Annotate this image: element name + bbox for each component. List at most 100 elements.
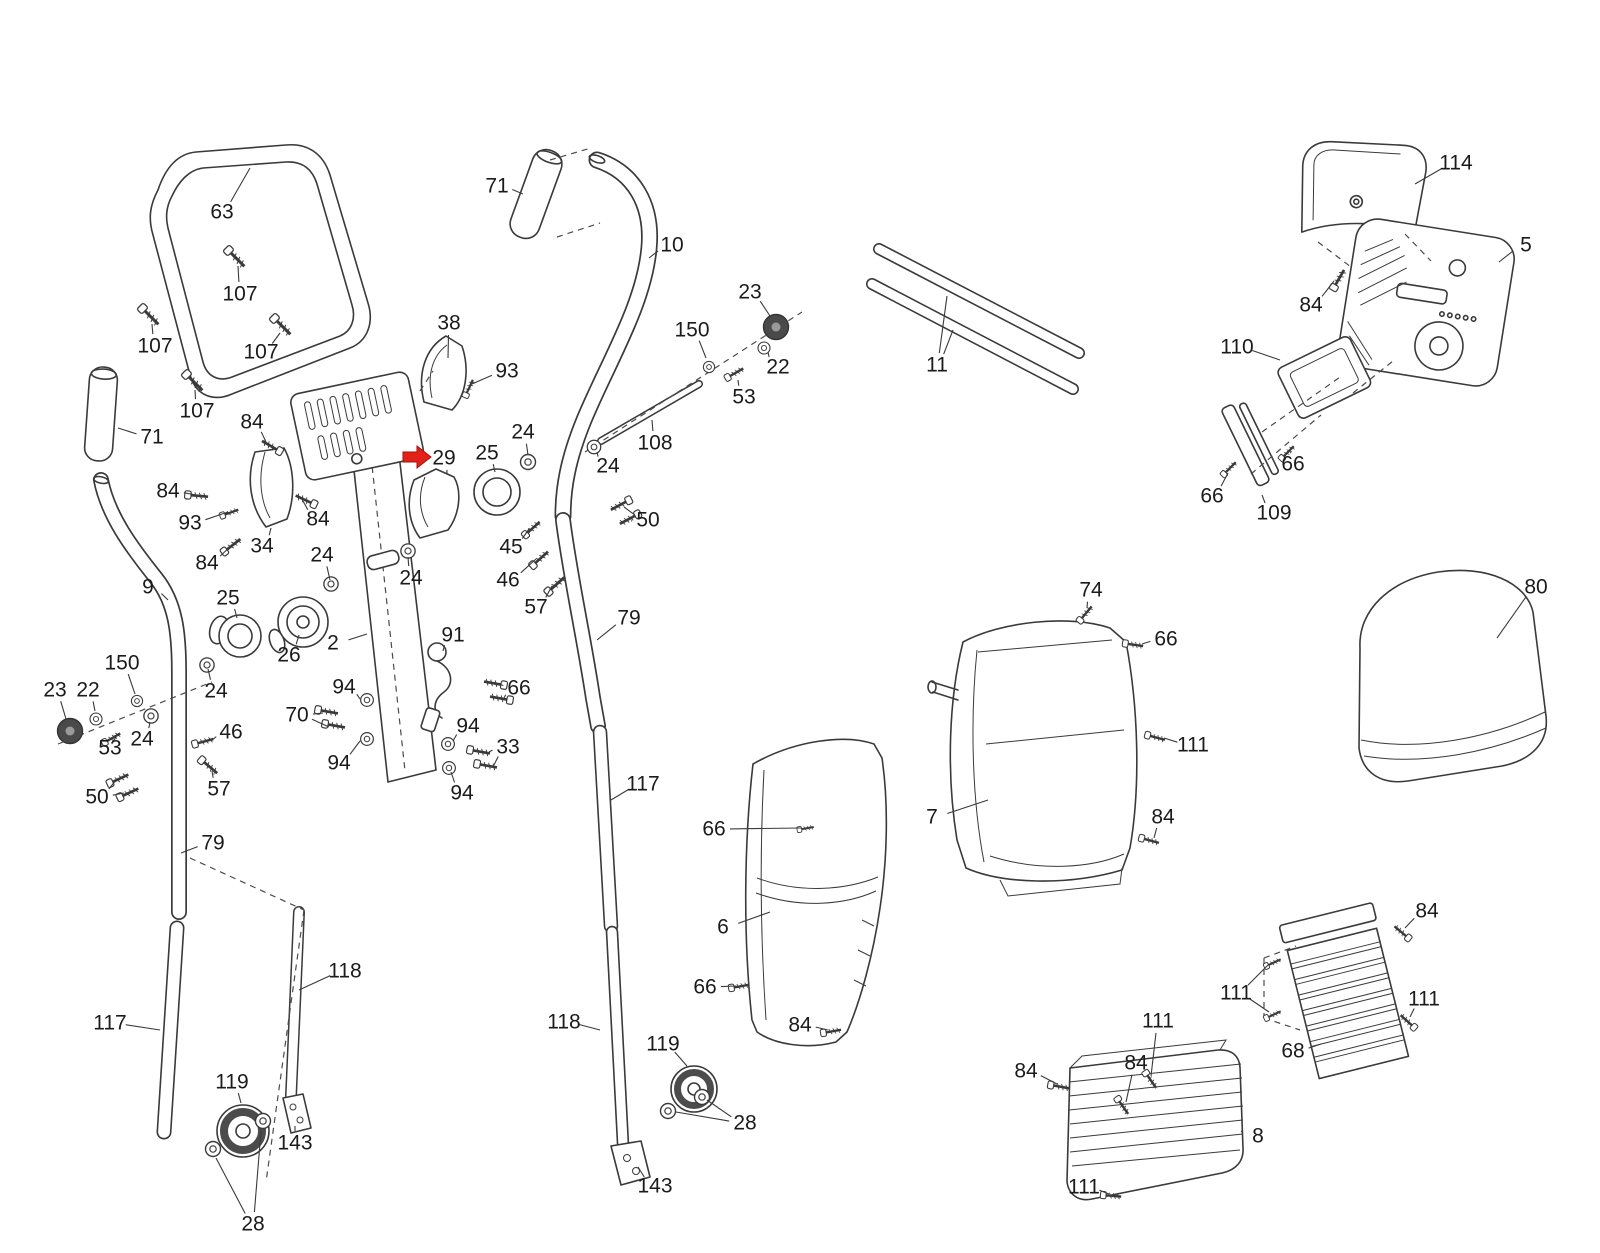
part-label-107: 107 — [243, 341, 278, 364]
leader-line-150 — [698, 340, 707, 359]
part-label-79: 79 — [617, 607, 640, 630]
console-5 — [1338, 218, 1515, 387]
part-label-94: 94 — [450, 782, 474, 805]
leader-line-91 — [442, 645, 446, 652]
screw-icon — [1390, 922, 1414, 944]
part-label-111: 111 — [1177, 734, 1209, 757]
shield-7 — [927, 620, 1138, 897]
tube-118-left — [285, 906, 305, 1102]
leader-line-111 — [1163, 737, 1178, 743]
leader-line-50 — [108, 779, 117, 790]
leader-line-84 — [1404, 917, 1415, 929]
screw-icon — [267, 311, 296, 340]
part-label-71: 71 — [485, 175, 508, 198]
part-label-84: 84 — [195, 552, 219, 575]
console-bracket-110 — [1277, 335, 1372, 419]
part-label-34: 34 — [250, 535, 274, 558]
leader-line-111 — [1249, 998, 1270, 1013]
part-label-119: 119 — [215, 1071, 248, 1094]
washer-icon — [360, 693, 374, 707]
console-mount-114 — [1301, 140, 1427, 235]
leader-line-119 — [674, 1051, 688, 1067]
pulley-26 — [268, 596, 329, 654]
leader-line-111 — [1150, 1032, 1157, 1077]
leader-line-28 — [706, 1099, 732, 1118]
part-label-33: 33 — [496, 736, 519, 759]
leader-line-28 — [675, 1111, 730, 1122]
part-label-45: 45 — [499, 536, 522, 559]
part-label-93: 93 — [178, 512, 201, 535]
leader-line-6 — [738, 911, 771, 924]
part-label-24: 24 — [511, 421, 535, 444]
leader-line-66 — [1141, 640, 1151, 645]
washer-icon — [442, 761, 456, 775]
part-label-94: 94 — [456, 715, 480, 738]
leader-line-119 — [237, 1092, 242, 1104]
leader-line-25 — [492, 463, 496, 473]
part-label-143: 143 — [637, 1175, 672, 1198]
screw-icon — [104, 769, 132, 790]
washer-icon — [360, 732, 374, 746]
part-label-29: 29 — [432, 447, 455, 470]
part-label-24: 24 — [310, 544, 334, 567]
leader-line-66 — [498, 683, 504, 687]
washer-icon — [254, 1112, 272, 1130]
part-label-94: 94 — [327, 752, 351, 775]
leader-line-11 — [938, 295, 948, 354]
part-label-10: 10 — [660, 234, 683, 257]
part-label-94: 94 — [332, 676, 356, 699]
tube-117-right — [592, 724, 619, 934]
part-label-57: 57 — [524, 596, 547, 619]
seat-frame-63 — [149, 144, 372, 399]
vent-plate — [290, 371, 424, 481]
part-label-22: 22 — [766, 356, 789, 379]
part-label-28: 28 — [241, 1213, 264, 1236]
screw-icon — [471, 758, 500, 773]
part-label-6: 6 — [717, 916, 729, 939]
assembly-dashed-lines — [57, 147, 1432, 1183]
leader-line-94 — [349, 740, 361, 755]
leader-line-5 — [1498, 250, 1513, 263]
part-label-57: 57 — [207, 778, 230, 801]
screw-icon — [541, 572, 569, 599]
bracket-34 — [249, 447, 294, 528]
leader-line-79 — [596, 624, 617, 641]
part-label-2: 2 — [327, 632, 339, 655]
washer-icon — [323, 576, 339, 592]
part-label-109: 109 — [1256, 502, 1291, 525]
leader-line-25 — [234, 608, 238, 619]
part-label-114: 114 — [1439, 152, 1473, 175]
screw-icon — [1327, 266, 1349, 294]
part-label-117: 117 — [626, 773, 659, 796]
leader-line-84 — [302, 500, 309, 511]
washer-icon — [89, 712, 103, 726]
bracket-29 — [408, 468, 460, 539]
part-label-24: 24 — [130, 728, 154, 751]
leader-line-71 — [512, 188, 524, 195]
part-label-79: 79 — [201, 832, 224, 855]
tube-117-left — [156, 920, 185, 1140]
tube-79-right — [555, 512, 606, 734]
part-label-84: 84 — [1299, 294, 1323, 317]
part-label-68: 68 — [1281, 1040, 1304, 1063]
washer-icon — [143, 708, 159, 724]
part-label-66: 66 — [693, 976, 716, 999]
leader-line-10 — [648, 250, 659, 259]
leader-line-23 — [759, 300, 771, 317]
leader-line-66 — [1220, 472, 1229, 487]
leader-line-53 — [737, 379, 740, 386]
part-label-110: 110 — [1220, 336, 1253, 359]
screw-icon — [1218, 458, 1240, 480]
leader-line-24 — [207, 668, 212, 680]
part-label-84: 84 — [240, 411, 264, 434]
leader-line-28 — [253, 1130, 262, 1213]
leader-line-33 — [488, 749, 493, 753]
part-label-74: 74 — [1079, 579, 1103, 602]
leader-line-66 — [1289, 451, 1292, 454]
leader-line-80 — [1496, 596, 1527, 639]
leader-line-2 — [348, 633, 368, 641]
bushing-25-right — [473, 468, 521, 516]
part-label-111: 111 — [1408, 988, 1440, 1011]
